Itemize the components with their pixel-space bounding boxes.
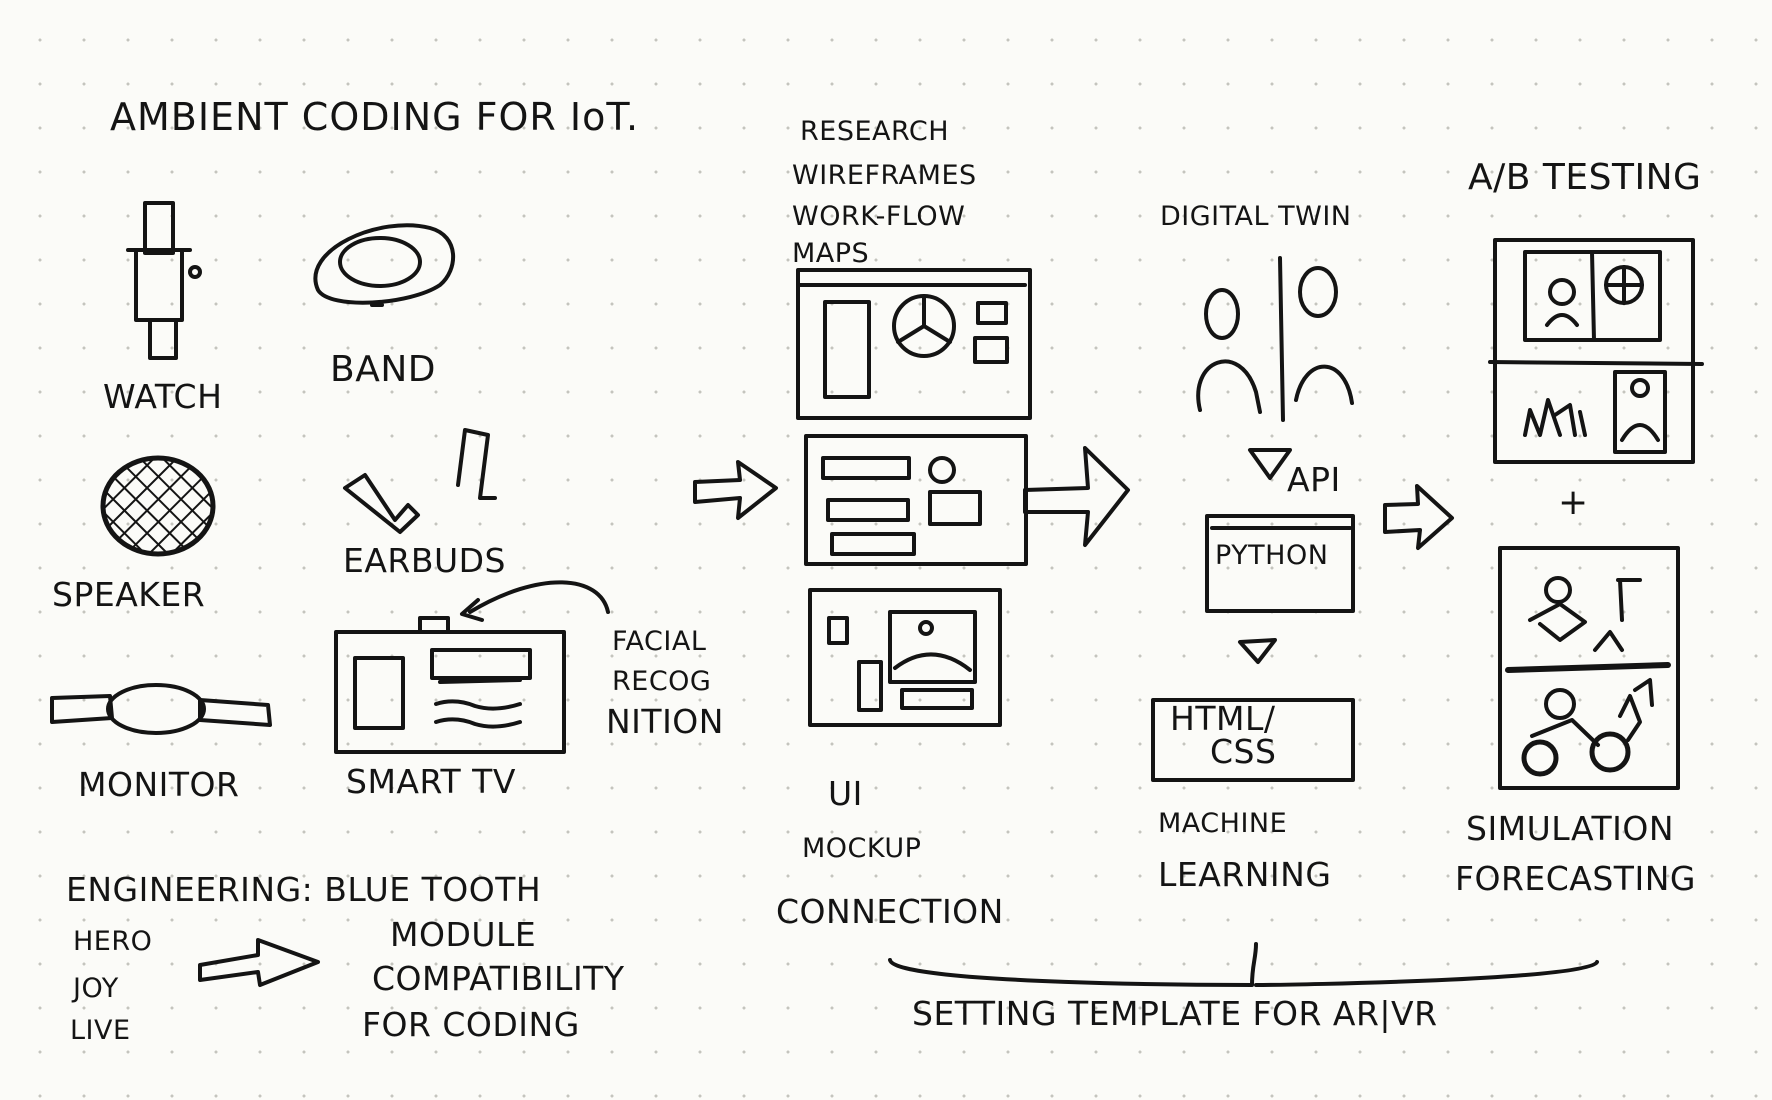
monitor-icon [50, 683, 272, 735]
python-label: PYTHON [1215, 540, 1329, 571]
html-css-line-1: HTML/ [1170, 699, 1276, 738]
ab-testing-label: A/B TESTING [1468, 157, 1702, 198]
engineering-right-2: COMPATIBILITY [372, 959, 625, 998]
digital-twin-sketch [1196, 256, 1354, 422]
engineering-left-3: LIVE [70, 1015, 131, 1046]
smart-tv-icon [334, 616, 566, 754]
facial-recognition-line-3: NITION [606, 702, 724, 741]
page-title: AMBIENT CODING FOR IoT. [110, 95, 640, 139]
flow-arrow-2 [1023, 446, 1130, 547]
engineering-left-2: JOY [73, 973, 119, 1004]
simulation-line-1: SIMULATION [1466, 809, 1675, 848]
facial-recognition-line-1: FACIAL [612, 626, 707, 657]
workflow-map-sketch [804, 434, 1028, 566]
watch-label: WATCH [103, 377, 223, 416]
plus-sign: + [1558, 482, 1589, 523]
speaker-icon [100, 455, 216, 557]
smart-tv-label: SMART TV [346, 762, 516, 801]
watch-icon [126, 201, 202, 360]
band-icon [313, 223, 455, 307]
python-arrow [1238, 638, 1277, 664]
machine-learning-line-2: LEARNING [1158, 855, 1332, 894]
flow-arrow-1 [693, 460, 778, 520]
engineering-heading: ENGINEERING: BLUE TOOTH [66, 870, 542, 909]
wireframe-sketch [796, 268, 1032, 420]
monitor-label: MONITOR [78, 765, 240, 804]
engineering-right-3: FOR CODING [362, 1005, 580, 1044]
research-line-3: WORK-FLOW [792, 201, 966, 232]
engineering-right-1: MODULE [390, 915, 537, 954]
api-arrow [1248, 448, 1292, 480]
simulation-line-2: FORECASTING [1455, 859, 1696, 898]
footer-caption: SETTING TEMPLATE FOR AR|VR [912, 994, 1438, 1033]
machine-learning-line-1: MACHINE [1158, 808, 1288, 839]
digital-twin-label: DIGITAL TWIN [1160, 201, 1352, 232]
research-line-4: MAPS [792, 238, 870, 269]
facial-recognition-line-2: RECOG [612, 666, 712, 697]
simulation-sketch [1498, 546, 1680, 790]
research-line-2: WIREFRAMES [792, 160, 977, 191]
ui-mockup-line-2: MOCKUP [802, 833, 922, 864]
research-line-1: RESEARCH [800, 116, 950, 147]
flow-arrow-3 [1383, 484, 1454, 550]
band-label: BAND [330, 349, 436, 390]
ab-testing-sketch [1488, 238, 1704, 464]
engineering-left-1: HERO [73, 926, 153, 957]
python-box [1205, 514, 1355, 613]
html-css-line-2: CSS [1210, 732, 1277, 771]
bottom-brace [888, 942, 1599, 987]
html-css-box [1151, 698, 1355, 782]
speaker-label: SPEAKER [52, 575, 206, 614]
engineering-arrow [198, 938, 320, 987]
ui-mockup-line-1: UI [828, 774, 863, 813]
earbuds-icon [343, 428, 497, 534]
connection-label: CONNECTION [776, 892, 1004, 931]
earbuds-label: EARBUDS [343, 541, 507, 580]
facial-recognition-arrow [460, 580, 610, 622]
api-label: API [1287, 460, 1341, 499]
ui-mockup-sketch [808, 588, 1002, 727]
